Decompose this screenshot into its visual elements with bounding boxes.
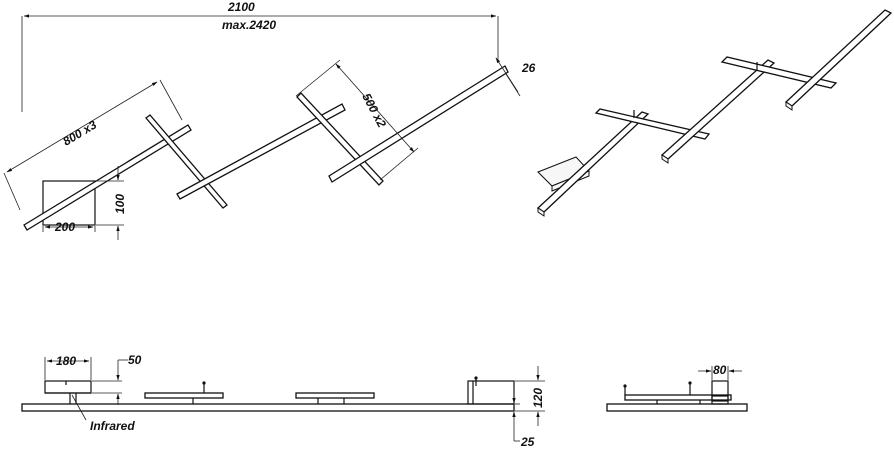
infrared-callout: Infrared: [71, 394, 135, 433]
side-canopy-height-label: 50: [128, 353, 142, 367]
canopy-depth-dimension: 100: [96, 166, 127, 240]
max-length-label: max.2420: [222, 18, 276, 32]
infrared-label: Infrared: [90, 419, 135, 433]
end-short-bar: [624, 394, 732, 401]
total-height-label: 120: [531, 388, 545, 408]
side-end-post: [467, 380, 515, 405]
end-view: 80: [606, 363, 748, 412]
long-bar-3: [328, 65, 509, 183]
canopy-depth-label: 100: [113, 194, 127, 214]
side-short-bar-2: [295, 392, 375, 399]
side-view: 180 50 120 25: [21, 353, 545, 449]
total-height-dimension: 120: [515, 366, 545, 426]
iso-short-bar-1: [594, 108, 711, 140]
top-view: 2100 max.2420 800 x3: [3, 0, 536, 240]
end-main-bar: [606, 403, 748, 412]
long-bar-label: 800 x3: [60, 117, 99, 148]
side-short-bar-1: [144, 392, 224, 399]
iso-short-bar-2: [720, 56, 838, 89]
bar-height-dimension: 25: [512, 390, 535, 449]
canopy-width-dimension: 200: [42, 220, 96, 234]
iso-long-bar-3: [784, 9, 893, 107]
side-canopy-height-dimension: 50: [92, 353, 142, 405]
iso-long-bar-2: [660, 59, 776, 160]
side-canopy-width-label: 180: [56, 354, 76, 368]
end-canopy: [711, 380, 729, 405]
side-canopy: [44, 380, 92, 394]
total-length-label: 2100: [227, 0, 255, 14]
iso-long-bar-1: [536, 111, 650, 213]
total-length-dimension: 2100 max.2420: [21, 0, 499, 112]
isometric-view: [536, 9, 893, 217]
side-canopy-width-dimension: 180: [44, 354, 92, 380]
end-width-label: 80: [713, 363, 727, 377]
bar-width-dimension: 26: [495, 57, 536, 97]
bar-height-label: 25: [520, 435, 535, 449]
end-width-dimension: 80: [698, 363, 742, 380]
canopy-top-view: [42, 180, 96, 226]
short-bar-label: 500 x2: [359, 91, 389, 130]
side-main-bar: [21, 403, 515, 412]
canopy-width-label: 200: [54, 220, 75, 234]
bar-width-label: 26: [521, 61, 536, 75]
